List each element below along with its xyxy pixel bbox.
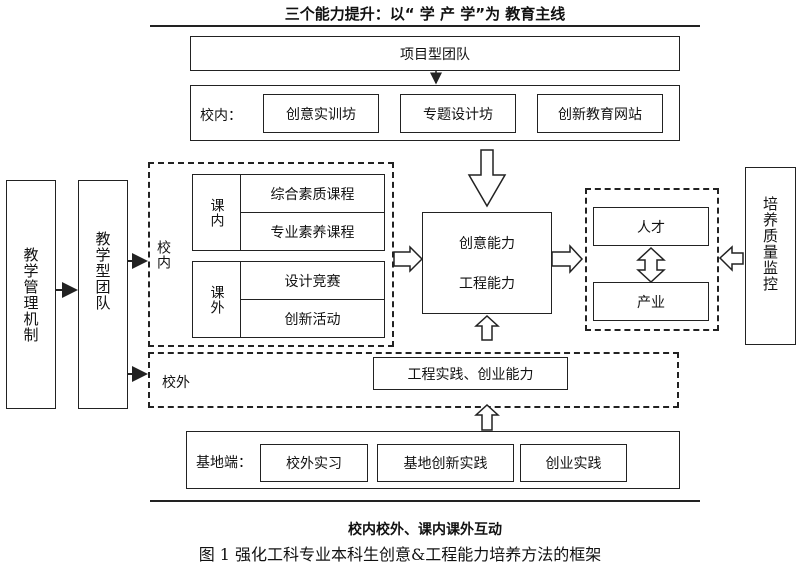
- ability-engineering: 工程能力: [459, 276, 515, 292]
- after-class-box: 课外 设计竞赛 创新活动: [192, 261, 385, 338]
- base-item-label: 基地创新实践: [403, 456, 488, 472]
- management-label: 教学管理机制: [21, 246, 40, 343]
- management-box: 教学管理机制: [6, 180, 56, 409]
- on-campus-label: 校内: [155, 240, 171, 270]
- talent-box: 人才: [593, 207, 709, 246]
- in-class-box: 课内 综合素质课程 专业素养课程: [192, 174, 385, 251]
- campus-item-label: 创新教育网站: [558, 106, 642, 123]
- base-item-startup: 创业实践: [520, 444, 627, 482]
- block-arrow-offcampus-to-abilities: [474, 314, 500, 341]
- base-item-innovation: 基地创新实践: [377, 444, 514, 482]
- in-class-label: 课内: [193, 175, 241, 250]
- campus-item-workshop: 创意实训坊: [263, 94, 379, 133]
- top-divider: [150, 25, 700, 27]
- teaching-team-label: 教学型团队: [93, 231, 112, 311]
- block-arrow-base-to-practice: [474, 403, 500, 431]
- teaching-team-box: 教学型团队: [78, 180, 128, 409]
- base-row-label: 基地端：: [196, 455, 252, 471]
- header-title: 三个能力提升：以“ 学 产 学”为 教育主线: [284, 5, 566, 23]
- on-campus-group: [148, 162, 394, 347]
- block-arrow-oncampus-to-abilities: [393, 245, 424, 273]
- course-professional-quality: 专业素养课程: [270, 224, 355, 241]
- outcome-group: [585, 188, 719, 331]
- activity-design-competition: 设计竞赛: [241, 262, 384, 300]
- course-general-quality: 综合素质课程: [241, 175, 384, 213]
- interaction-label: 校内校外、课内课外互动: [348, 522, 502, 538]
- campus-item-design: 专题设计坊: [400, 94, 516, 133]
- industry-box: 产业: [593, 282, 709, 321]
- block-arrow-quality-to-outcome: [718, 245, 744, 272]
- talent-label: 人才: [637, 219, 665, 236]
- figure-caption: 图 1 强化工科专业本科生创意&工程能力培养方法的框架: [198, 545, 602, 564]
- bottom-divider: [150, 500, 700, 502]
- quality-monitor-box: 培养质量监控: [745, 167, 796, 345]
- industry-label: 产业: [637, 294, 665, 311]
- abilities-box: 创意能力 工程能力: [422, 212, 552, 314]
- quality-monitor-label: 培养质量监控: [761, 196, 779, 292]
- base-item-label: 创业实践: [545, 456, 602, 472]
- campus-item-label: 创意实训坊: [286, 106, 356, 123]
- base-item-label: 校外实习: [286, 456, 342, 472]
- block-arrow-down: [467, 149, 507, 208]
- project-team-box: 项目型团队: [190, 36, 680, 71]
- campus-row-label: 校内：: [200, 108, 242, 124]
- practice-box: 工程实践、创业能力: [373, 357, 568, 390]
- campus-item-label: 专题设计坊: [423, 106, 493, 123]
- campus-item-website: 创新教育网站: [537, 94, 663, 133]
- activity-innovation: 创新活动: [284, 311, 341, 328]
- project-team-label: 项目型团队: [400, 46, 470, 63]
- block-arrow-abilities-to-outcome: [551, 244, 584, 274]
- off-campus-group: [148, 352, 679, 408]
- base-item-internship: 校外实习: [260, 444, 368, 482]
- after-class-label: 课外: [193, 262, 241, 337]
- off-campus-label: 校外: [162, 375, 190, 391]
- ability-creative: 创意能力: [459, 236, 515, 252]
- practice-label: 工程实践、创业能力: [407, 366, 534, 383]
